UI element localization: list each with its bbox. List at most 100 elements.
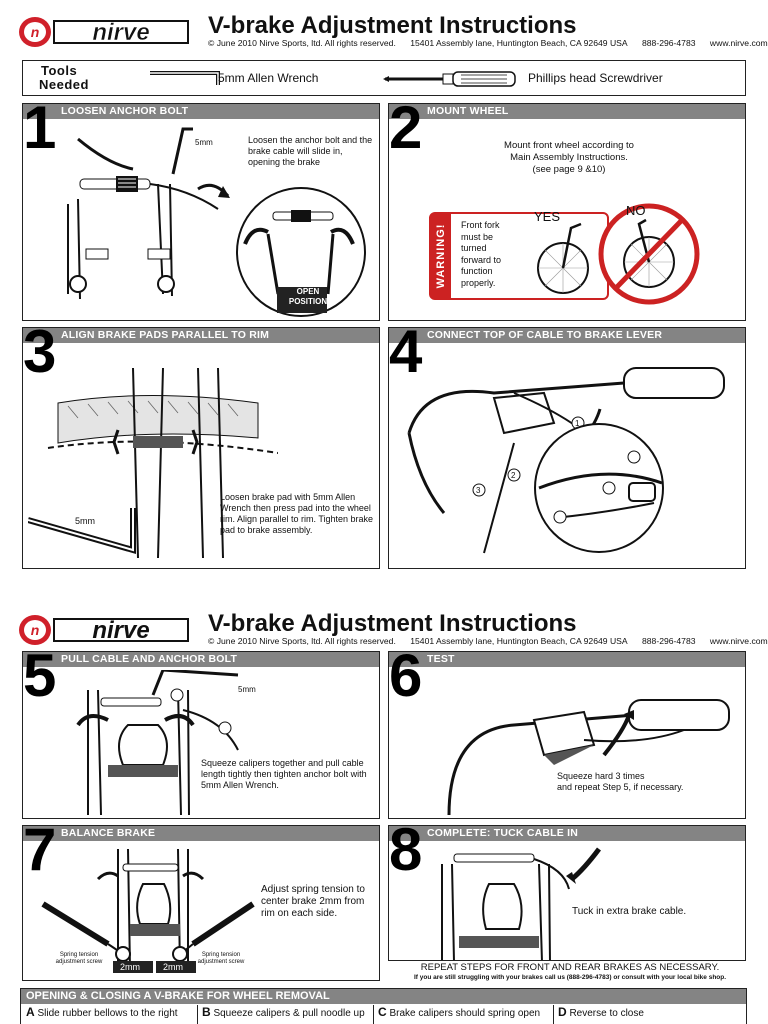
step-bar xyxy=(23,104,379,119)
step-title: ALIGN BRAKE PADS PARALLEL TO RIM xyxy=(61,329,270,341)
step-title: COMPLETE: TUCK CABLE IN xyxy=(427,827,579,839)
bike-yes-illustration xyxy=(537,222,589,294)
brake-caliper-illustration xyxy=(67,127,230,300)
step-3-label-5mm: 5mm xyxy=(75,516,95,526)
screwdriver-icon xyxy=(383,71,516,87)
step-5-text: Squeeze calipers together and pull cable… xyxy=(201,758,367,790)
svg-text:n: n xyxy=(31,622,40,638)
phone-text: 888-296-4783 xyxy=(642,38,696,48)
step-number: 5 xyxy=(23,651,57,709)
step-7-right-label: Spring tension adjustment screw xyxy=(197,952,245,965)
step-7-text: Adjust spring tension to center brake 2m… xyxy=(261,884,365,919)
step-1-label-5mm: 5mm xyxy=(195,138,213,147)
logo-wordmark: nirve xyxy=(92,19,149,46)
brake-lever-illustration xyxy=(407,367,725,554)
yes-label: YES xyxy=(534,209,561,224)
step-7-left-label: Spring tension adjustment screw xyxy=(55,952,103,965)
step-number: 3 xyxy=(23,327,57,385)
divider xyxy=(553,1005,554,1024)
wheel-removal-step-d: D Reverse to close xyxy=(558,1005,644,1019)
step-2-panel: MOUNT WHEEL 2 Mount front wheel accordin… xyxy=(388,103,746,321)
step-6-panel: TEST 6 Squeeze hard 3 times and repeat S… xyxy=(388,651,746,819)
svg-text:n: n xyxy=(31,24,40,40)
repeat-steps-text: REPEAT STEPS FOR FRONT AND REAR BRAKES A… xyxy=(420,962,720,973)
open-position-callout xyxy=(236,187,366,317)
step-bar xyxy=(389,328,745,343)
wheel-removal-title: OPENING & CLOSING A V-BRAKE FOR WHEEL RE… xyxy=(26,990,330,1002)
step-3-panel: ALIGN BRAKE PADS PARALLEL TO RIM 3 5mm L… xyxy=(22,327,380,569)
step-bar xyxy=(23,652,379,667)
tool-allen-wrench: 5mm Allen Wrench xyxy=(218,71,319,85)
step-4-panel: CONNECT TOP OF CABLE TO BRAKE LEVER 4 1 … xyxy=(388,327,746,569)
step-4-marker-2: 2 xyxy=(511,471,516,480)
phone-text: 888-296-4783 xyxy=(642,636,696,646)
step-number: 4 xyxy=(389,327,423,385)
allen-wrench-icon xyxy=(150,71,220,85)
website-link[interactable]: www.nirve.com xyxy=(709,38,768,48)
step-title: BALANCE BRAKE xyxy=(61,827,156,839)
page-header-top: n nirve V-brake Adjustment Instructions … xyxy=(18,12,768,52)
step-title: TEST xyxy=(427,653,455,665)
page-title: V-brake Adjustment Instructions xyxy=(208,12,577,39)
website-link[interactable]: www.nirve.com xyxy=(709,636,768,646)
header-info: © June 2010 Nirve Sports, ltd. All right… xyxy=(208,38,768,48)
step-number: 2 xyxy=(389,103,423,161)
step-title: CONNECT TOP OF CABLE TO BRAKE LEVER xyxy=(427,329,663,341)
step-bar xyxy=(389,652,745,667)
tuck-cable-illustration xyxy=(441,847,601,960)
step-bar xyxy=(23,826,379,841)
balance-brake-illustration xyxy=(41,848,255,973)
step-1-panel: LOOSEN ANCHOR BOLT 1 5mm Loosen the anch… xyxy=(22,103,380,321)
step-8-panel: COMPLETE: TUCK CABLE IN 8 Tuck in extra … xyxy=(388,825,746,961)
wheel-removal-step-a: A Slide rubber bellows to the right xyxy=(26,1005,178,1019)
page-header-bottom: n nirve V-brake Adjustment Instructions … xyxy=(18,610,768,650)
brake-pad-alignment-illustration xyxy=(28,367,278,559)
warning-box: WARNING! Front fork must be turned forwa… xyxy=(429,212,609,300)
logo-wordmark: nirve xyxy=(92,617,149,644)
address-text: 15401 Assembly lane, Huntington Beach, C… xyxy=(410,38,628,48)
no-label: NO xyxy=(626,203,646,218)
step-bar xyxy=(23,328,379,343)
step-4-marker-3: 3 xyxy=(476,486,481,495)
squeeze-lever-illustration xyxy=(447,699,730,815)
page-title: V-brake Adjustment Instructions xyxy=(208,610,577,637)
step-title: PULL CABLE AND ANCHOR BOLT xyxy=(61,653,238,665)
step-number: 6 xyxy=(389,651,423,709)
step-7-gap-right: 2mm xyxy=(163,962,183,972)
copyright-text: © June 2010 Nirve Sports, ltd. All right… xyxy=(208,38,396,48)
step-number: 7 xyxy=(23,825,57,883)
divider xyxy=(197,1005,198,1024)
step-4-marker-1: 1 xyxy=(575,419,580,428)
step-6-text: Squeeze hard 3 times and repeat Step 5, … xyxy=(557,771,684,792)
tools-label: Tools Needed xyxy=(39,63,89,92)
nirve-logo: n nirve xyxy=(19,17,189,47)
step-bar xyxy=(389,104,745,119)
open-position-label: OPEN POSITION xyxy=(288,287,328,306)
step-title: LOOSEN ANCHOR BOLT xyxy=(61,105,189,117)
tools-needed-box: Tools Needed 5mm Allen Wrench Phillips h… xyxy=(22,60,746,96)
pull-cable-illustration xyxy=(76,670,239,816)
step-8-text: Tuck in extra brake cable. xyxy=(572,906,687,917)
step-5-panel: PULL CABLE AND ANCHOR BOLT 5 5mm Squeeze… xyxy=(22,651,380,819)
wheel-removal-box: OPENING & CLOSING A V-BRAKE FOR WHEEL RE… xyxy=(20,988,747,1024)
nirve-logo: n nirve xyxy=(19,615,189,645)
step-number: 8 xyxy=(389,825,423,883)
step-number: 1 xyxy=(23,103,57,161)
step-bar xyxy=(389,826,745,841)
wheel-removal-bar xyxy=(21,989,746,1004)
step-7-panel: BALANCE BRAKE 7 2mm 2mm Spring tension a… xyxy=(22,825,380,981)
warning-tag: WARNING! xyxy=(431,214,451,298)
wheel-removal-step-c: C Brake calipers should spring open xyxy=(378,1005,541,1019)
step-5-label-5mm: 5mm xyxy=(238,685,256,694)
step-3-text: Loosen brake pad with 5mm Allen Wrench t… xyxy=(220,492,374,535)
copyright-text: © June 2010 Nirve Sports, ltd. All right… xyxy=(208,636,396,646)
step-1-text: Loosen the anchor bolt and the brake cab… xyxy=(248,135,373,167)
footer-note: REPEAT STEPS FOR FRONT AND REAR BRAKES A… xyxy=(380,963,760,983)
tool-screwdriver: Phillips head Screwdriver xyxy=(528,71,663,85)
step-7-gap-left: 2mm xyxy=(120,962,140,972)
step-title: MOUNT WHEEL xyxy=(427,105,509,117)
help-text: If you are still struggling with your br… xyxy=(413,974,727,981)
bike-no-illustration xyxy=(598,203,700,305)
warning-text: Front fork must be turned forward to fun… xyxy=(461,220,502,288)
address-text: 15401 Assembly lane, Huntington Beach, C… xyxy=(410,636,628,646)
